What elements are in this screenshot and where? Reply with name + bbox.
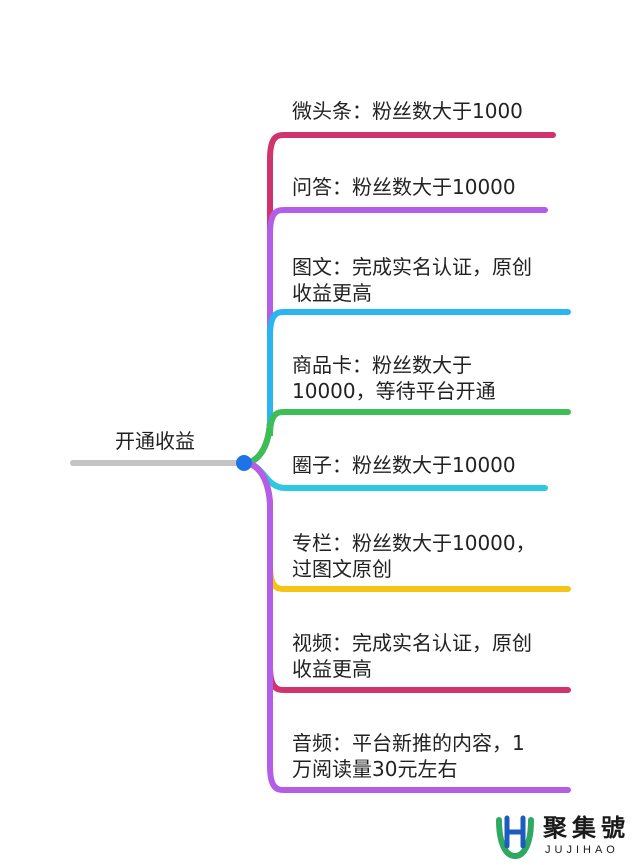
branch-line-4 [241,409,571,466]
branch-label-6[interactable]: 专栏：粉丝数大于10000， 过图文原创 [292,531,536,581]
branch-line-8 [241,460,571,793]
branch-label-5[interactable]: 圈子：粉丝数大于10000 [292,453,516,477]
branch-label-7[interactable]: 视频：完成实名认证，原创 收益更高 [292,631,532,681]
jujihao-logo-icon [496,815,534,860]
branch-label-2[interactable]: 问答：粉丝数大于10000 [292,175,516,199]
watermark-cn: 聚集號 [543,813,630,842]
branch-label-1[interactable]: 微头条：粉丝数大于1000 [292,99,523,123]
branch-label-3[interactable]: 图文：完成实名认证，原创 收益更高 [292,255,532,305]
root-label: 开通收益 [115,429,195,453]
watermark-en: JUJIHAO [545,844,619,856]
branch-label-8[interactable]: 音频：平台新推的内容，1 万阅读量30元左右 [292,731,525,781]
branch-line-2 [241,207,548,466]
branch-label-4[interactable]: 商品卡：粉丝数大于 10000，等待平台开通 [292,353,496,403]
root-node[interactable] [236,455,252,471]
watermark-logo: 聚集號 JUJIHAO [493,812,633,862]
